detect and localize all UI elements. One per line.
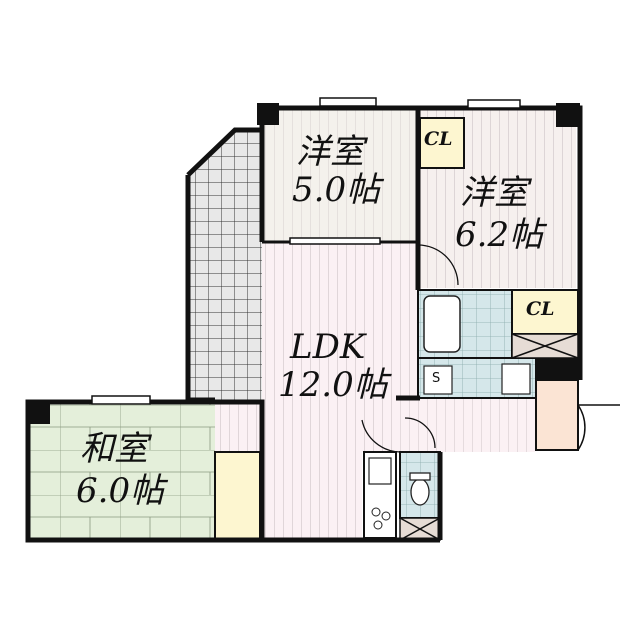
japanese-room-name: 和室 <box>80 429 148 469</box>
stove-burner <box>373 520 383 530</box>
bathtub <box>423 295 461 353</box>
ldk-name: LDK <box>290 327 366 367</box>
japanese-room-floor <box>30 404 215 540</box>
hallway-lines <box>400 398 535 452</box>
western-room-large-size: 6.2帖 <box>455 215 544 255</box>
entrance-door-swing <box>577 404 586 451</box>
shoe-storage <box>423 365 453 395</box>
shoe-storage-label: S <box>432 371 441 386</box>
washing-machine <box>501 363 531 395</box>
western-room-small-name: 洋室 <box>296 132 364 172</box>
balcony <box>188 130 262 400</box>
toilet <box>410 478 430 506</box>
ldk-size: 12.0帖 <box>278 365 388 405</box>
japanese-closet <box>214 451 261 541</box>
closet-top <box>419 117 465 169</box>
western-room-large-name: 洋室 <box>460 173 528 213</box>
stove-burner <box>381 511 391 521</box>
closet-top-label: CL <box>424 128 453 150</box>
door-swings <box>361 244 459 453</box>
entrance <box>535 379 579 451</box>
japanese-room-size: 6.0帖 <box>76 471 165 511</box>
stove-burner <box>371 507 381 517</box>
storage-box <box>399 333 579 541</box>
ldk-floor-lines <box>215 242 418 540</box>
walls <box>25 105 583 543</box>
western-room-small-size: 5.0帖 <box>292 170 381 210</box>
western-room-small-lines <box>262 108 418 242</box>
kitchen-sink <box>368 457 392 485</box>
windows <box>91 97 521 405</box>
closet-middle-label: CL <box>526 298 555 320</box>
closet-middle <box>511 289 579 335</box>
toilet-tank <box>409 472 431 481</box>
